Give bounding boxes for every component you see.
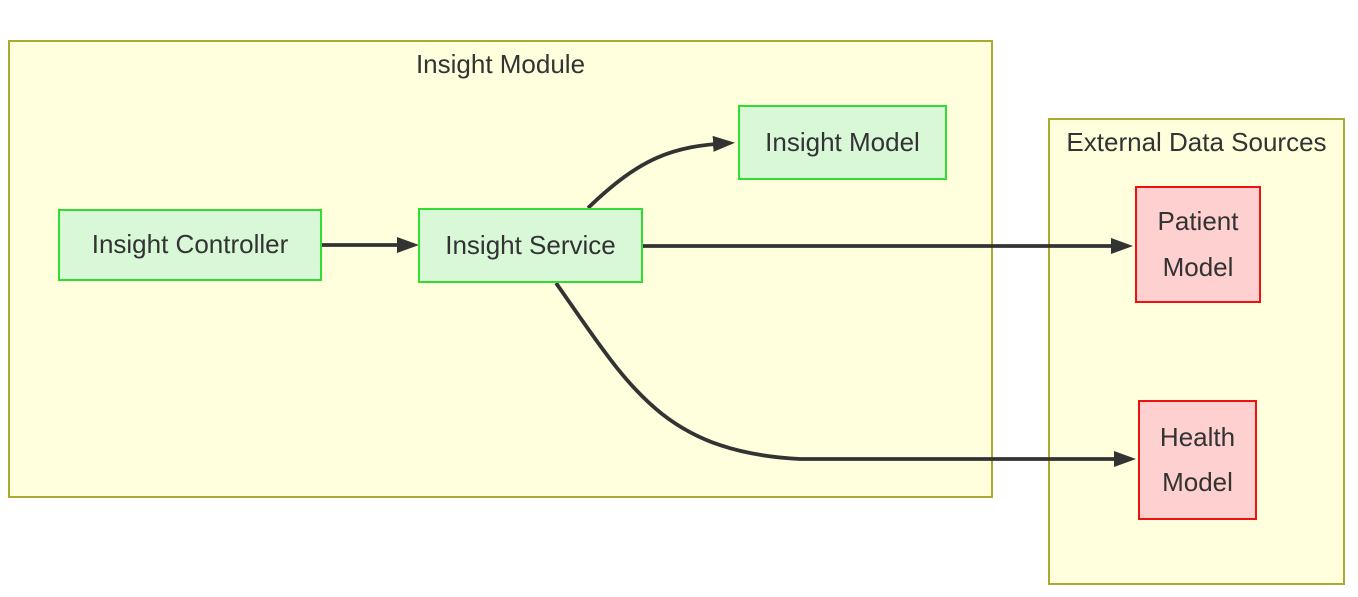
node-patient-model-label: Patient Model <box>1157 206 1239 282</box>
cluster-insight-module-title: Insight Module <box>415 49 586 79</box>
node-health-model: Health Model <box>1138 400 1257 520</box>
node-insight-model-label: Insight Model <box>765 126 920 157</box>
node-insight-service-label: Insight Service <box>445 229 616 260</box>
node-insight-service: Insight Service <box>418 208 643 283</box>
node-insight-controller: Insight Controller <box>58 209 322 281</box>
node-insight-controller-label: Insight Controller <box>91 229 289 260</box>
node-insight-model: Insight Model <box>738 105 947 180</box>
node-patient-model: Patient Model <box>1135 186 1261 303</box>
cluster-external-data-sources-title: External Data Sources <box>1066 127 1327 157</box>
node-health-model-label: Health Model <box>1159 421 1236 498</box>
